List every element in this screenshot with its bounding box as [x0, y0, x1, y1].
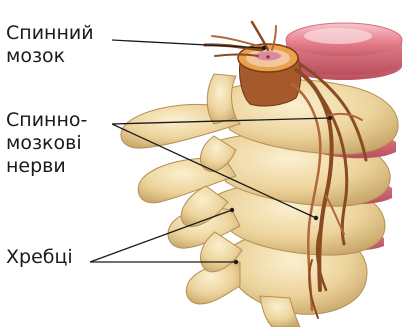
label-spinal-nerves: Спинно- мозкові нерви [6, 109, 87, 178]
label-vertebrae-line1: Хребці [6, 246, 73, 269]
label-spinal-nerves-line2: мозкові [6, 132, 87, 155]
label-spinal-nerves-line1: Спинно- [6, 109, 87, 132]
spinal-cord [238, 44, 301, 106]
label-spinal-cord: Спинний мозок [6, 22, 94, 68]
disc-top [286, 23, 402, 80]
label-vertebrae: Хребці [6, 246, 73, 269]
label-spinal-cord-line1: Спинний [6, 22, 94, 45]
label-spinal-nerves-line3: нерви [6, 155, 87, 178]
label-spinal-cord-line2: мозок [6, 45, 94, 68]
